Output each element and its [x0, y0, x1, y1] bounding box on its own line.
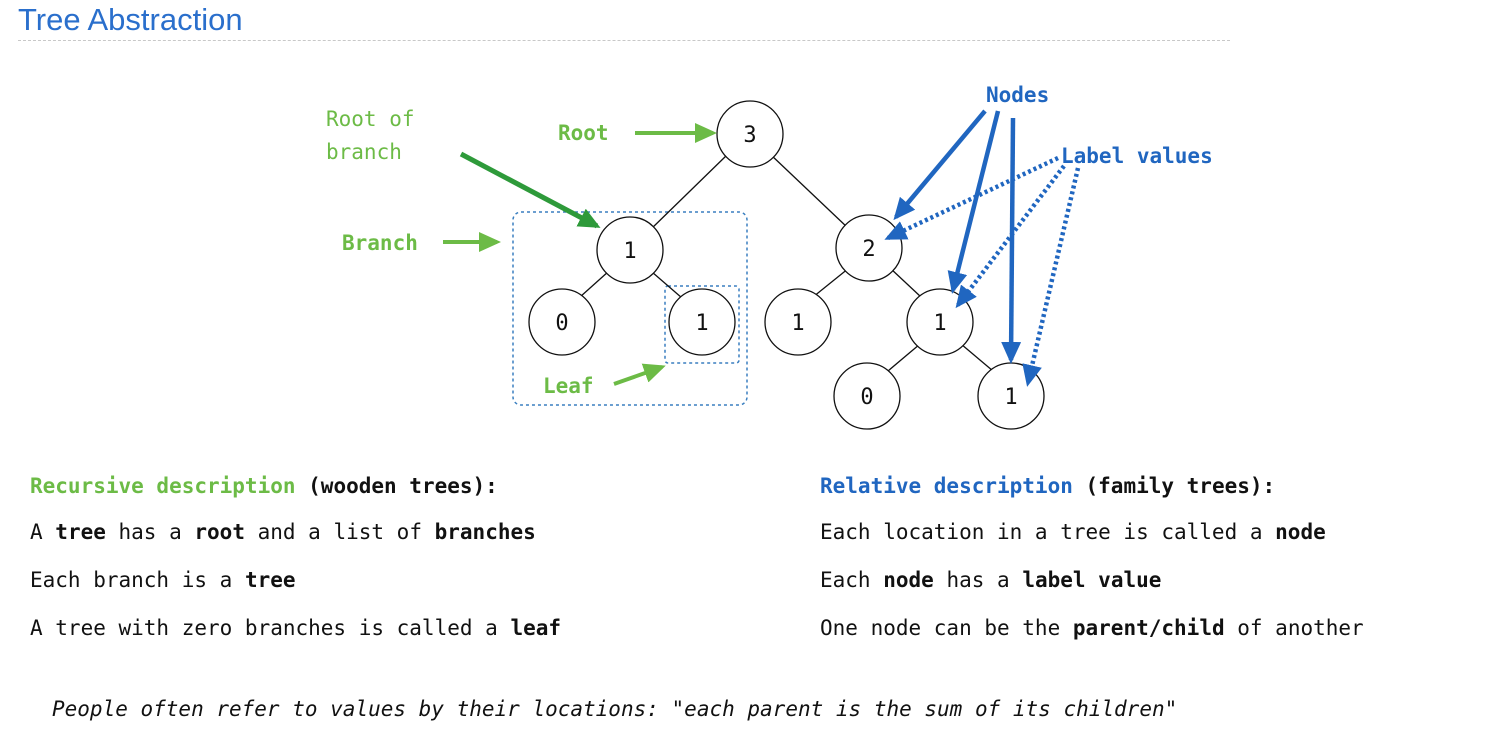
- edge: [579, 270, 610, 298]
- node-label: 1: [933, 311, 946, 336]
- node-root: [716, 100, 784, 168]
- recursive-line-3: A tree with zero branches is called a le…: [30, 616, 562, 640]
- node-label: 0: [860, 385, 873, 410]
- node-label: 1: [791, 311, 804, 336]
- label-values-label: Label values: [1061, 144, 1213, 168]
- root-label: Root: [558, 121, 609, 145]
- node-label: 0: [555, 311, 568, 336]
- edge: [769, 153, 849, 229]
- node-label: 1: [623, 239, 636, 264]
- relative-heading: Relative description (family trees):: [820, 474, 1276, 498]
- page-title: Tree Abstraction: [18, 2, 243, 37]
- edge: [960, 343, 994, 372]
- label-values-arrow: [884, 155, 1059, 241]
- footer-note: People often refer to values by their lo…: [52, 697, 1178, 721]
- node-label: 3: [743, 123, 756, 148]
- tree-nodes: 3 1 0 1 2 1 1 0 1: [528, 100, 1045, 430]
- node-label: 1: [695, 311, 708, 336]
- tree-edges: [579, 153, 994, 372]
- leaf-label: Leaf: [543, 374, 594, 398]
- relative-line-2: Each node has a label value: [820, 568, 1162, 592]
- label-values-arrow: [955, 164, 1066, 309]
- root-of-branch-arrow: [459, 151, 601, 229]
- label-values-arrow: [1022, 167, 1081, 387]
- root-of-branch-label-line2: branch: [326, 140, 402, 164]
- node-label: 1: [1004, 385, 1017, 410]
- edge: [812, 267, 850, 298]
- node-label: 2: [862, 237, 875, 262]
- recursive-line-1: A tree has a root and a list of branches: [30, 520, 536, 544]
- branch-label: Branch: [342, 231, 418, 255]
- edge: [648, 153, 729, 232]
- nodes-label: Nodes: [986, 83, 1049, 107]
- nodes-arrow: [947, 110, 1001, 294]
- node-branch-root: [596, 216, 664, 284]
- relative-line-3: One node can be the parent/child of anot…: [820, 616, 1364, 640]
- leaf-box: [664, 285, 740, 364]
- edge: [651, 271, 683, 299]
- node: [764, 288, 832, 356]
- branch-box: [512, 211, 748, 406]
- recursive-line-2: Each branch is a tree: [30, 568, 296, 592]
- recursive-heading: Recursive description (wooden trees):: [30, 474, 498, 498]
- node: [833, 362, 901, 430]
- title-divider: [18, 40, 1230, 41]
- node-leaf: [668, 288, 736, 356]
- edge: [887, 343, 921, 372]
- tree-diagram: 3 1 0 1 2 1 1 0 1 Root of branch Root Br…: [326, 83, 1213, 430]
- node: [528, 288, 596, 356]
- root-of-branch-label-line1: Root of: [326, 107, 415, 131]
- nodes-arrow: [893, 109, 987, 221]
- leaf-arrow: [613, 363, 666, 386]
- relative-line-1: Each location in a tree is called a node: [820, 520, 1326, 544]
- nodes-arrow: [1001, 117, 1022, 364]
- edge: [889, 267, 922, 298]
